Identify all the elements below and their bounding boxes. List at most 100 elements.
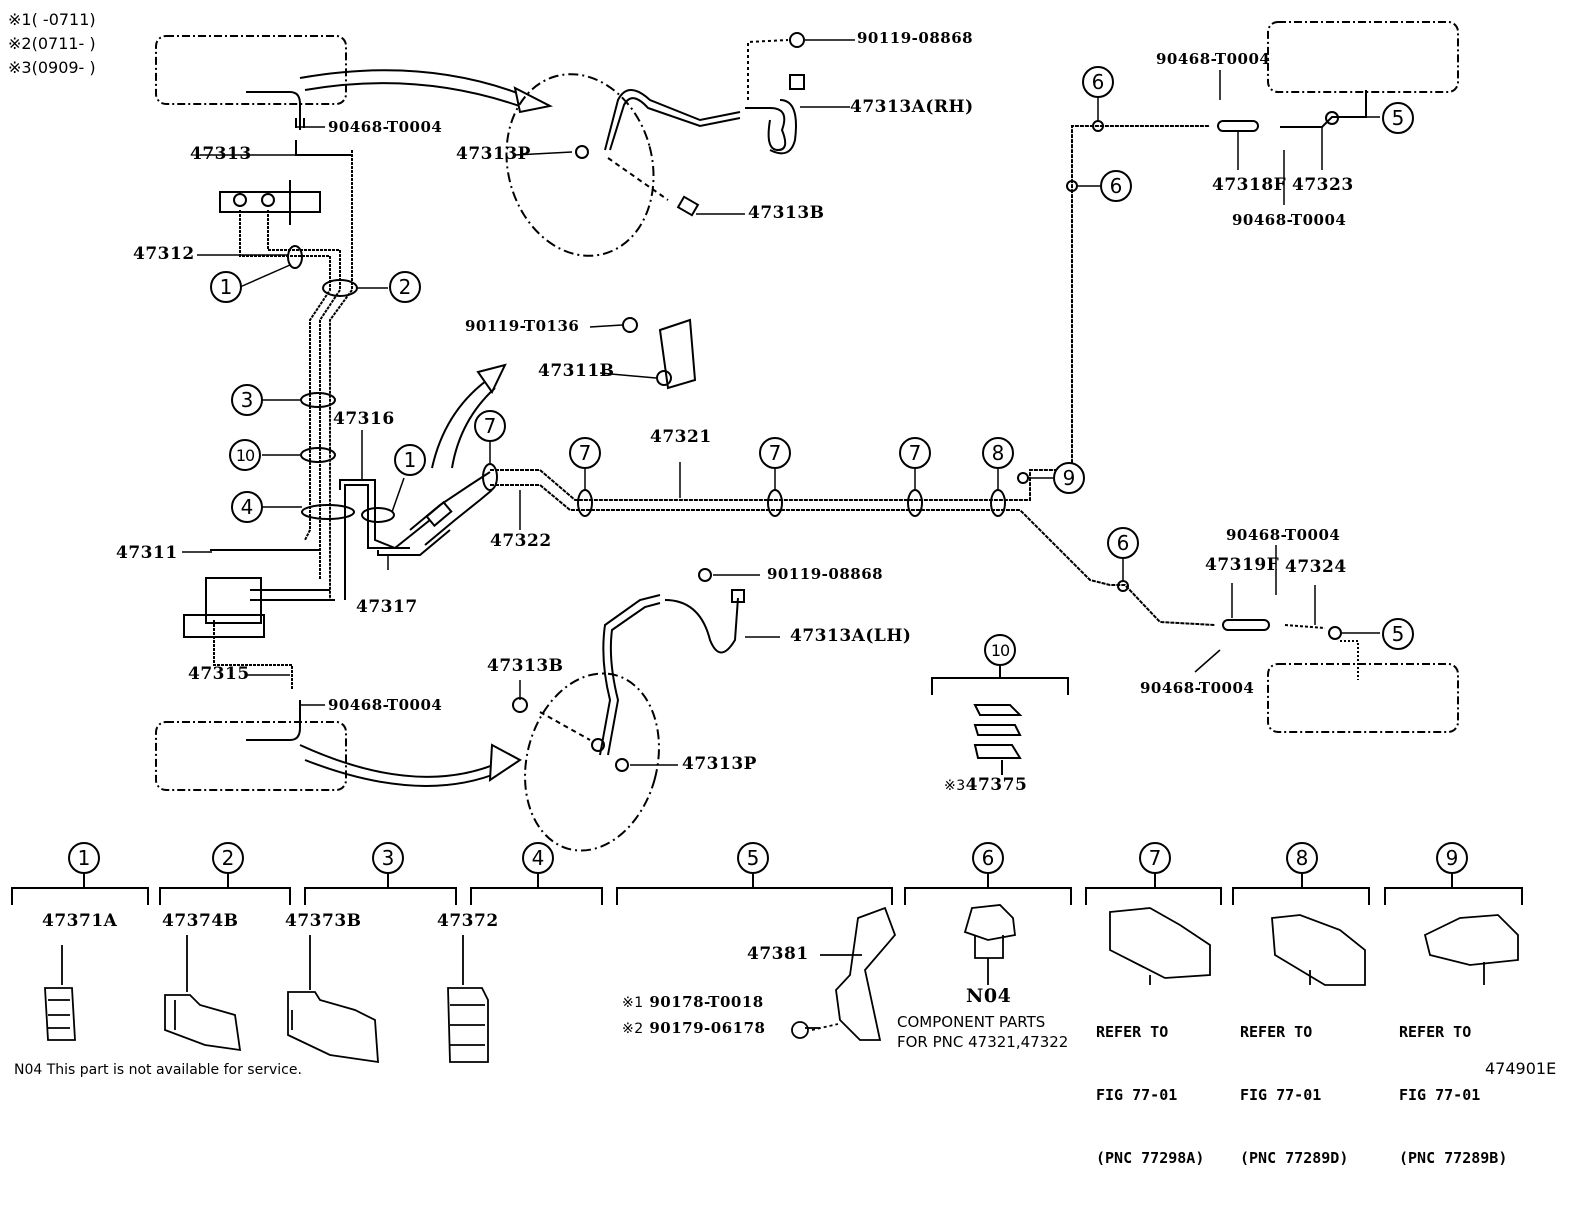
- part-label-47312[interactable]: 47312: [133, 244, 195, 264]
- top-left-hose-stub: [246, 91, 301, 130]
- n04-description: COMPONENT PARTS FOR PNC 47321,47322: [897, 1012, 1068, 1053]
- group-number: 5: [737, 842, 769, 874]
- part-label-47313B-bottom[interactable]: 47313B: [487, 656, 564, 676]
- legend-note-1: ※1( -0711): [8, 12, 96, 28]
- part-number: 47375: [965, 775, 1028, 795]
- brake-line-47321: [490, 125, 1210, 501]
- part-label-47324[interactable]: 47324: [1285, 557, 1347, 577]
- clip-47375-drawing: [973, 704, 1023, 759]
- part-label-47316[interactable]: 47316: [333, 409, 395, 429]
- part-label-90468-T0004-right-bottom[interactable]: 90468-T0004: [1140, 679, 1255, 697]
- part-label-47381[interactable]: 47381: [747, 944, 809, 964]
- arrow-to-lh: [299, 744, 506, 778]
- callout-7-b: 7: [569, 437, 601, 469]
- master-cylinder: [219, 191, 321, 213]
- part-label-47313[interactable]: 47313: [190, 144, 252, 164]
- ref-line-3: (PNC 77289D): [1240, 1149, 1349, 1167]
- reference-note-7[interactable]: REFER TO FIG 77-01 (PNC 77298A): [1096, 980, 1204, 1211]
- part-label-N04[interactable]: N04: [966, 985, 1012, 1007]
- callout-3: 3: [231, 384, 263, 416]
- part-label-90468-T0004-right-top-2[interactable]: 90468-T0004: [1232, 211, 1347, 229]
- part-label-47322[interactable]: 47322: [490, 531, 552, 551]
- part-label-47371A[interactable]: 47371A: [42, 911, 118, 931]
- part-label-47311B[interactable]: 47311B: [538, 361, 615, 381]
- part-label-90468-T0004-top-left[interactable]: 90468-T0004: [328, 118, 443, 136]
- ref-line-3: (PNC 77298A): [1096, 1149, 1205, 1167]
- part-label-47313P-top[interactable]: 47313P: [456, 144, 531, 164]
- top-right-phantom-box: [1267, 21, 1459, 93]
- part-label-47323[interactable]: 47323: [1292, 175, 1354, 195]
- part-label-47313B-top[interactable]: 47313B: [748, 203, 825, 223]
- group-number: 6: [972, 842, 1004, 874]
- n04-description-line-2: FOR PNC 47321,47322: [897, 1033, 1069, 1052]
- part-label-47318F[interactable]: 47318F: [1212, 175, 1287, 195]
- group-number: 9: [1436, 842, 1468, 874]
- part-label-47319F[interactable]: 47319F: [1205, 555, 1280, 575]
- clamp-group-brackets: [11, 872, 1523, 905]
- part-label-47317[interactable]: 47317: [356, 597, 418, 617]
- bracket-47311B: [658, 318, 697, 390]
- callout-5-bottom: 5: [1382, 618, 1414, 650]
- validity-mark: ※2: [622, 1021, 644, 1037]
- part-label-47315[interactable]: 47315: [188, 664, 250, 684]
- lh-wheel-outline: [524, 672, 660, 852]
- part-label-47313A-RH[interactable]: 47313A(RH): [850, 97, 974, 117]
- group-number: 1: [68, 842, 100, 874]
- callout-1-top: 1: [210, 271, 242, 303]
- arrow-to-bracket: [431, 377, 491, 469]
- legend-mark: ※3: [8, 58, 32, 77]
- legend-mark: ※1: [8, 10, 32, 29]
- validity-mark: ※3: [944, 778, 966, 794]
- ref-line-3: (PNC 77289B): [1399, 1149, 1508, 1167]
- callout-2: 2: [389, 271, 421, 303]
- part-label-47313P-bottom[interactable]: 47313P: [682, 754, 757, 774]
- footer-note: N04 This part is not available for servi…: [14, 1062, 302, 1078]
- part-label-47372[interactable]: 47372: [437, 911, 499, 931]
- ref-line-1: REFER TO: [1399, 1023, 1472, 1041]
- part-label-90468-T0004-right-top[interactable]: 90468-T0004: [1156, 50, 1271, 68]
- hose-47318F: [1217, 120, 1259, 132]
- part-number: 90179-06178: [649, 1019, 766, 1037]
- callout-6-side: 6: [1100, 170, 1132, 202]
- reference-note-8[interactable]: REFER TO FIG 77-01 (PNC 77289D): [1240, 980, 1348, 1211]
- part-label-47373B[interactable]: 47373B: [285, 911, 362, 931]
- part-label-47321[interactable]: 47321: [650, 427, 712, 447]
- part-label-90119-T0136[interactable]: 90119-T0136: [465, 317, 580, 335]
- legend-mark: ※2: [8, 34, 32, 53]
- callout-6-bottom: 6: [1107, 527, 1139, 559]
- top-left-phantom-box: [155, 35, 347, 105]
- part-label-90468-T0004-bottom-left[interactable]: 90468-T0004: [328, 696, 443, 714]
- ref-line-1: REFER TO: [1096, 1023, 1169, 1041]
- reference-note-9[interactable]: REFER TO FIG 77-01 (PNC 77289B): [1399, 980, 1507, 1211]
- callout-10-diagram: 10: [229, 439, 261, 471]
- part-label-90178-T0018[interactable]: ※1 90178-T0018: [622, 993, 764, 1011]
- ref-line-1: REFER TO: [1240, 1023, 1313, 1041]
- callout-7-c: 7: [759, 437, 791, 469]
- part-label-90179-06178[interactable]: ※2 90179-06178: [622, 1019, 766, 1037]
- hose-47319F: [1222, 619, 1270, 631]
- part-label-90468-T0004-right-mid[interactable]: 90468-T0004: [1226, 526, 1341, 544]
- part-label-90119-08868-top[interactable]: 90119-08868: [857, 29, 974, 47]
- figure-id: 474901E: [1485, 1059, 1557, 1078]
- ref-line-2: FIG 77-01: [1399, 1086, 1481, 1104]
- bottom-right-phantom-box: [1267, 663, 1459, 733]
- group-number: 2: [212, 842, 244, 874]
- part-label-47311[interactable]: 47311: [116, 543, 178, 563]
- part-number: 90178-T0018: [649, 993, 764, 1011]
- part-label-47374B[interactable]: 47374B: [162, 911, 239, 931]
- legend-range: (0711- ): [31, 34, 96, 53]
- callout-5-top: 5: [1382, 102, 1414, 134]
- arrow-to-rh: [299, 69, 536, 101]
- part-label-47313A-LH[interactable]: 47313A(LH): [790, 626, 912, 646]
- group-number: 7: [1139, 842, 1171, 874]
- legend-note-2: ※2(0711- ): [8, 36, 96, 52]
- part-label-90119-08868-bottom[interactable]: 90119-08868: [767, 565, 884, 583]
- ref-line-2: FIG 77-01: [1240, 1086, 1322, 1104]
- callout-8: 8: [982, 437, 1014, 469]
- part-label-47375[interactable]: ※347375: [944, 777, 1027, 794]
- callout-10-detail: 10: [984, 634, 1016, 666]
- callout-9: 9: [1053, 462, 1085, 494]
- callout-7-d: 7: [899, 437, 931, 469]
- group-number: 8: [1286, 842, 1318, 874]
- bottom-left-phantom-box: [155, 721, 347, 791]
